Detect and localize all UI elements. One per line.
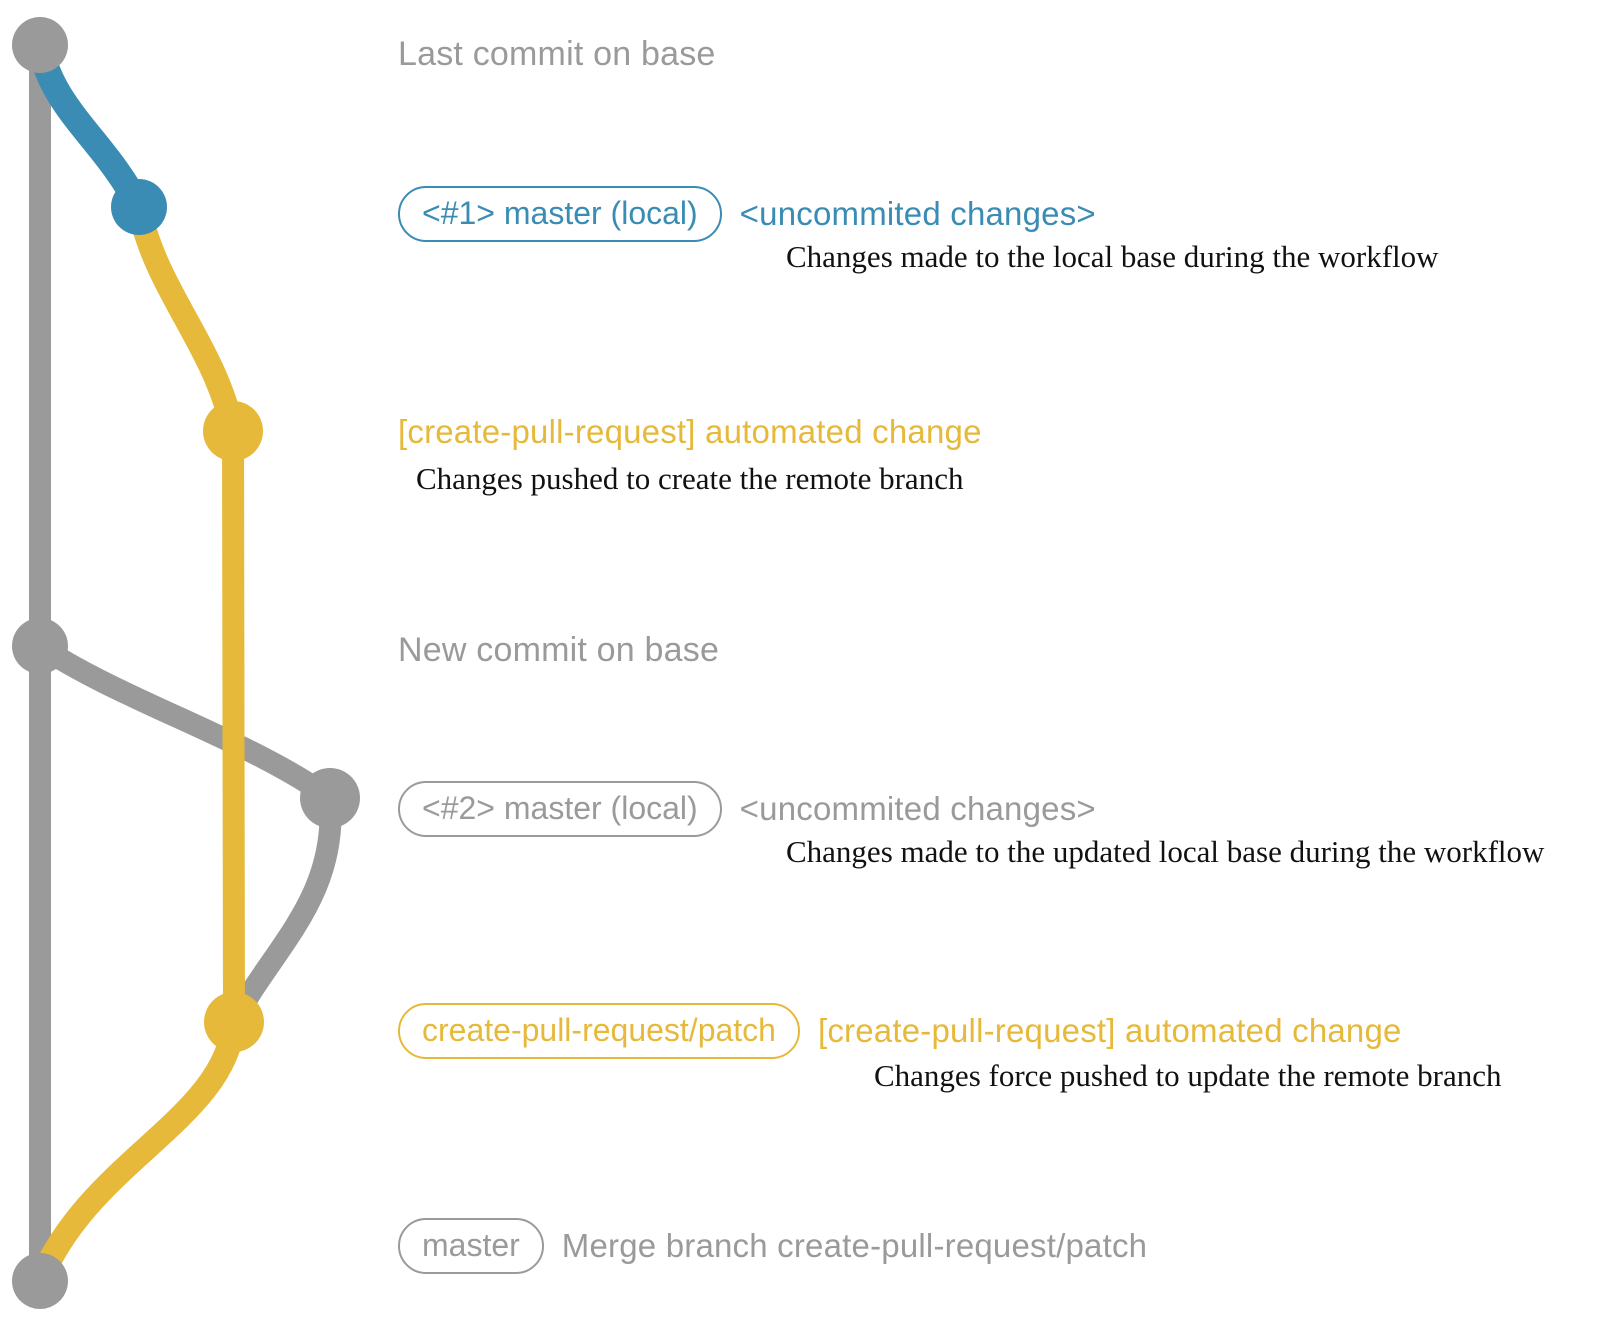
row-master-local-2: <#2> master (local) <uncommited changes> [398,781,1096,837]
node-base-new [12,618,68,674]
row-master-local-1: <#1> master (local) <uncommited changes> [398,186,1096,242]
commit-message-master-local-1: <uncommited changes> [739,195,1096,232]
edge-local1-to-patch1 [127,195,245,443]
node-patch-1 [203,401,263,461]
description-automated-change-1: Changes pushed to create the remote bran… [416,461,964,496]
edge-basenew-to-local2 [29,635,341,809]
edge-patch1-to-patch2 [222,430,245,1023]
commit-message-automated-change-1: [create-pull-request] automated change [398,413,982,450]
node-base-top [12,17,68,73]
heading-new-commit-on-base: New commit on base [398,631,720,669]
badge-create-pull-request-patch[interactable]: create-pull-request/patch [398,1003,800,1059]
node-patch-2 [204,992,264,1052]
edge-patch2-to-merge [28,1010,246,1293]
description-master-local-1: Changes made to the local base during th… [786,239,1439,274]
commit-message-automated-change-2: [create-pull-request] automated change [817,1012,1402,1049]
commit-message-merge-master: Merge branch create-pull-request/patch [561,1227,1148,1264]
description-automated-change-2: Changes force pushed to update the remot… [874,1058,1502,1093]
badge-master-local-2[interactable]: <#2> master (local) [398,781,722,837]
node-local-1 [111,179,167,235]
row-automated-change-2: create-pull-request/patch [create-pull-r… [398,1003,1402,1059]
row-merge-master: master Merge branch create-pull-request/… [398,1218,1147,1274]
edge-base-to-local1 [27,32,152,220]
node-merge [12,1253,68,1309]
badge-master-local-1[interactable]: <#1> master (local) [398,186,722,242]
badge-master[interactable]: master [398,1218,544,1274]
heading-last-commit-on-base: Last commit on base [398,35,716,73]
node-local-2 [300,768,360,828]
description-master-local-2: Changes made to the updated local base d… [786,834,1545,869]
edge-local2-to-patch2 [223,787,342,1033]
row-automated-change-1: [create-pull-request] automated change [398,413,982,451]
commit-message-master-local-2: <uncommited changes> [739,790,1096,827]
